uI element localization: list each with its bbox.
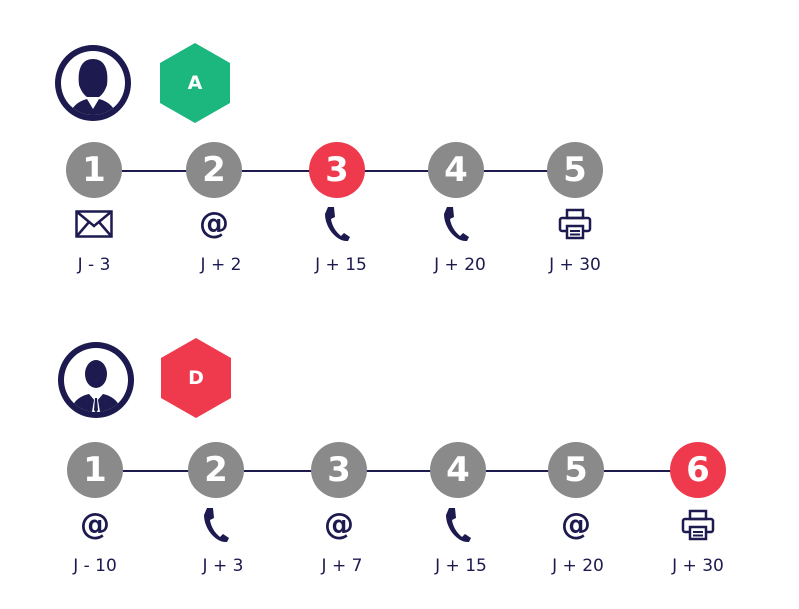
step-circle: 2 xyxy=(186,142,242,198)
printer-icon xyxy=(670,505,726,545)
printer-icon xyxy=(547,204,603,244)
day-offset-label: J + 7 xyxy=(321,556,363,576)
day-offset-label: J + 20 xyxy=(552,556,604,576)
at-icon: @ xyxy=(80,507,110,542)
step-circle: 5 xyxy=(548,442,604,498)
step-circle: 4 xyxy=(430,442,486,498)
day-offset-label: J + 30 xyxy=(549,255,601,275)
day-offset-label: J + 3 xyxy=(202,556,244,576)
grade-hexagon xyxy=(160,43,230,123)
step-connector xyxy=(486,470,550,472)
step-circle: 1 xyxy=(66,142,122,198)
day-offset-label: J - 3 xyxy=(77,255,111,275)
step-circle-active: 3 xyxy=(309,142,365,198)
step-circle: 2 xyxy=(188,442,244,498)
day-offset-label: J + 15 xyxy=(435,556,487,576)
phone-icon xyxy=(430,505,486,545)
female-user-icon xyxy=(55,45,131,121)
step-circle: 5 xyxy=(547,142,603,198)
step-connector xyxy=(484,170,548,172)
step-circle: 4 xyxy=(428,142,484,198)
day-offset-label: J + 15 xyxy=(315,255,367,275)
step-circle-active: 6 xyxy=(670,442,726,498)
step-circle: 3 xyxy=(311,442,367,498)
step-connector xyxy=(122,170,188,172)
grade-d-shape xyxy=(161,338,231,418)
phone-icon xyxy=(428,204,484,244)
at-icon: @ xyxy=(561,507,591,542)
male-user-icon xyxy=(58,342,134,418)
step-connector xyxy=(604,470,672,472)
step-circle: 1 xyxy=(67,442,123,498)
at-icon: @ xyxy=(199,206,229,241)
day-offset-label: J + 2 xyxy=(200,255,242,275)
grade-hexagon xyxy=(161,338,231,418)
phone-icon xyxy=(188,505,244,545)
step-connector xyxy=(366,470,432,472)
day-offset-label: J - 10 xyxy=(73,556,117,576)
step-connector xyxy=(242,170,310,172)
grade-a-shape xyxy=(160,43,230,123)
day-offset-label: J + 30 xyxy=(672,556,724,576)
day-offset-label: J + 20 xyxy=(434,255,486,275)
grade-label: A xyxy=(187,72,203,94)
step-connector xyxy=(244,470,312,472)
grade-label: D xyxy=(188,367,204,389)
phone-icon xyxy=(309,204,365,244)
envelope-icon xyxy=(66,204,122,244)
step-connector xyxy=(123,470,189,472)
at-icon: @ xyxy=(324,507,354,542)
step-connector xyxy=(364,170,430,172)
